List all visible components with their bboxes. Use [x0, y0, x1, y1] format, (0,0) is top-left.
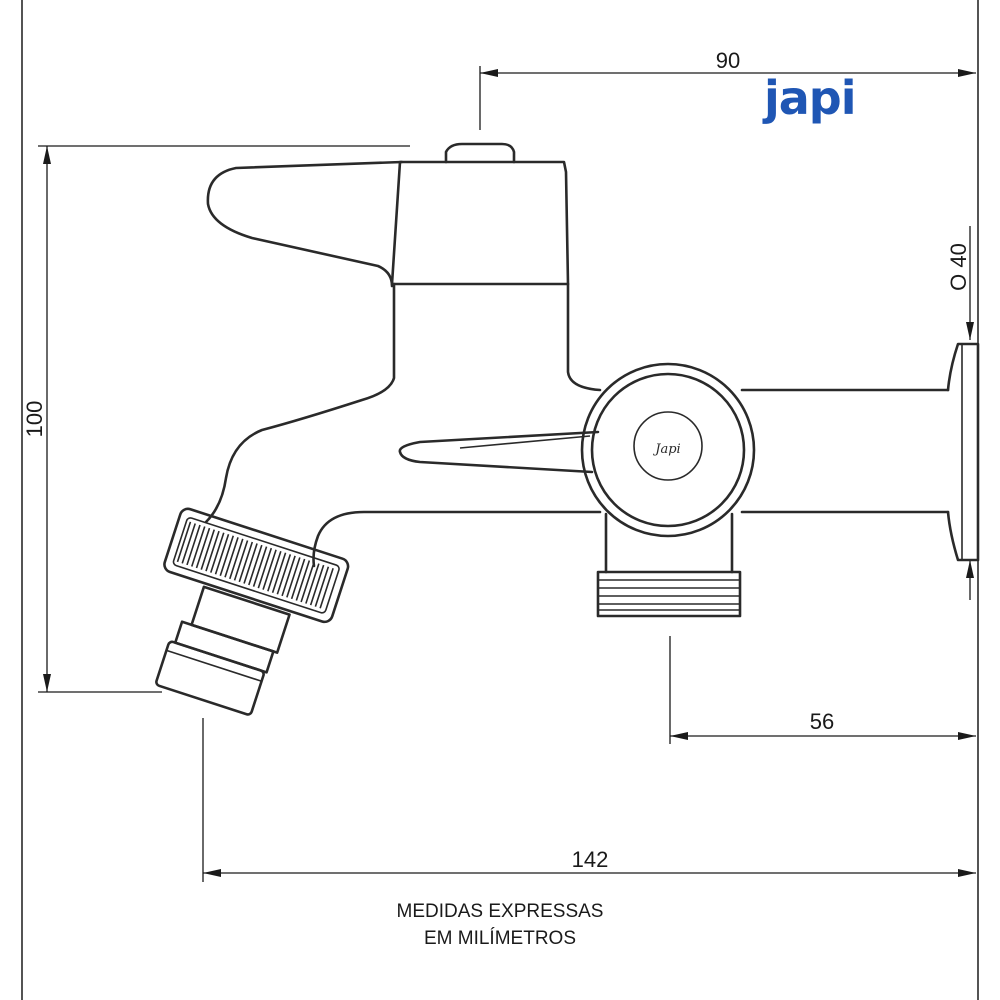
knurl-line	[319, 568, 334, 609]
neck-right-contour	[566, 282, 602, 392]
dimension-top-width-label: 90	[716, 48, 740, 73]
knurl-line	[252, 546, 268, 587]
knurl-line	[314, 566, 330, 607]
dimension-flange-diameter: O 40	[946, 226, 974, 600]
outlet-thread-lines	[598, 579, 740, 611]
knurl-line	[229, 538, 244, 580]
knurl-line	[190, 526, 206, 567]
knurl-line	[276, 554, 292, 595]
knurl-line	[181, 523, 196, 564]
small-japi-logo: Japi	[652, 442, 680, 457]
dimension-total-length: 142	[202, 718, 976, 882]
dimension-total-length-label: 142	[572, 847, 609, 872]
japi-logo: japi	[762, 71, 856, 125]
knurl-line	[290, 558, 306, 600]
upper-lever-handle	[206, 160, 404, 288]
dimension-height: 100	[22, 145, 410, 693]
knurl-line	[243, 543, 258, 584]
knurl-line	[271, 552, 287, 593]
units-note-line1: MEDIDAS EXPRESSAS	[396, 901, 604, 922]
knurl-line	[176, 521, 192, 563]
knurl-line	[262, 549, 277, 590]
knurl-line	[248, 544, 263, 586]
knurl-line	[309, 564, 325, 606]
dimension-height-label: 100	[22, 401, 47, 438]
lower-lever-handle	[398, 430, 600, 474]
knurl-line	[286, 557, 301, 598]
knurl-line	[257, 547, 273, 589]
faucet: Japi	[155, 142, 980, 716]
knurl-line	[238, 541, 254, 583]
valve-wheel-outer	[580, 362, 756, 538]
outlet-threads	[596, 570, 742, 618]
knurl-line	[210, 532, 225, 573]
knurl-line	[305, 563, 320, 604]
valve-wheel-inner	[590, 372, 746, 528]
knurl-line	[205, 530, 220, 572]
hose-adapter	[155, 585, 291, 716]
knurl-line	[214, 534, 230, 575]
knurl-line	[200, 529, 216, 570]
dimension-outlet-distance-label: 56	[810, 709, 834, 734]
knurl-line	[300, 561, 315, 603]
dimension-top-width: 90	[479, 48, 976, 130]
knurled-nut	[163, 507, 350, 624]
knurl-line	[267, 551, 282, 592]
knurl-line	[224, 537, 239, 578]
units-note-line2: EM MILÍMETROS	[423, 928, 576, 949]
spout-lower-contour	[312, 510, 602, 568]
bonnet-cap	[390, 160, 570, 286]
knurl-line	[195, 527, 211, 569]
knurl-line	[295, 560, 311, 601]
dimension-flange-diameter-label: O 40	[946, 243, 971, 291]
outlet-body	[604, 512, 734, 574]
knurl-line	[233, 540, 249, 581]
valve-logo-disc	[633, 411, 703, 481]
spout-upper-contour	[204, 282, 396, 524]
knurl-line	[186, 524, 201, 566]
knurl-line	[281, 555, 296, 597]
top-knob	[444, 142, 516, 164]
dimension-outlet-distance: 56	[669, 636, 976, 744]
wall-flange	[946, 342, 980, 562]
knurl-line	[219, 535, 235, 576]
